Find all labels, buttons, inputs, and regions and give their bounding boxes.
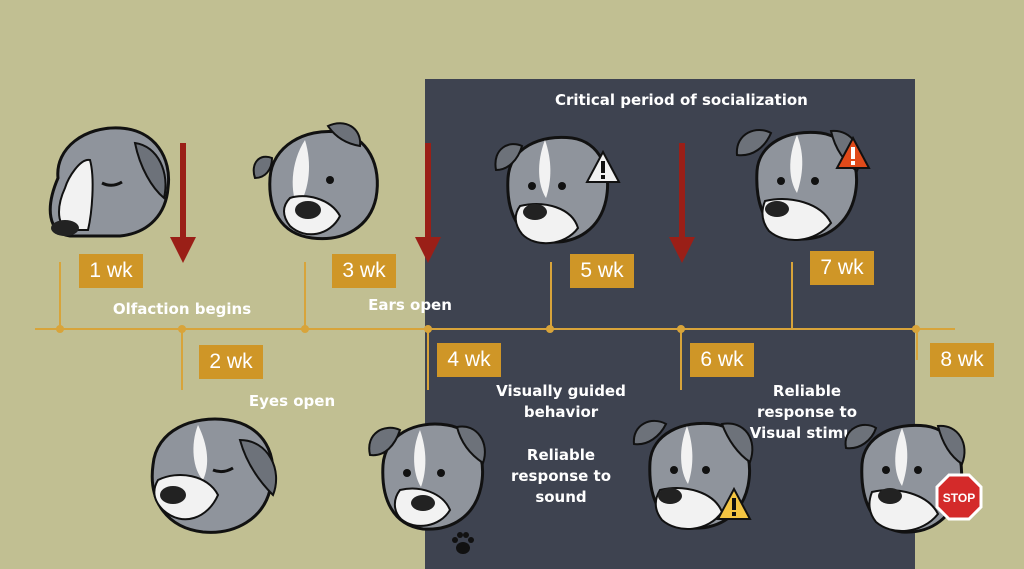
arrow-down-icon <box>170 143 196 263</box>
week-box-2: 2 wk <box>199 345 263 379</box>
tick-2wk <box>181 330 183 390</box>
arrow-down-icon <box>415 143 441 263</box>
week-box-4: 4 wk <box>437 343 501 377</box>
label-olfaction: Olfaction begins <box>112 300 252 318</box>
label-sound: Reliable response to sound <box>510 446 612 506</box>
tick-3wk <box>304 262 306 328</box>
tick-6wk <box>680 330 682 390</box>
puppy-5wk-illustration <box>494 135 609 245</box>
puppy-newborn-illustration <box>48 126 171 238</box>
puppy-3wk-illustration <box>252 122 379 241</box>
week-box-5: 5 wk <box>570 254 634 288</box>
tick-1wk <box>59 262 61 328</box>
timeline-dot <box>301 325 309 333</box>
timeline-dot <box>912 325 920 333</box>
warning-icon <box>716 487 752 520</box>
panel-title: Critical period of socialization <box>555 91 808 109</box>
timeline-dot <box>546 325 554 333</box>
tick-7wk <box>791 262 793 328</box>
tick-4wk <box>427 330 429 390</box>
label-visual-behavior: Visually guided behavior <box>496 382 626 421</box>
warning-icon <box>585 150 621 183</box>
tick-5wk <box>550 262 552 328</box>
week-box-3: 3 wk <box>332 254 396 288</box>
timeline-dot <box>424 325 432 333</box>
puppy-4wk-illustration <box>368 422 486 531</box>
timeline-dot <box>677 325 685 333</box>
week-box-8: 8 wk <box>930 343 994 377</box>
timeline-dot <box>56 325 64 333</box>
svg-text:STOP: STOP <box>943 491 975 505</box>
week-box-1: 1 wk <box>79 254 143 288</box>
tick-8wk <box>916 330 918 360</box>
warning-icon <box>835 136 871 169</box>
timeline-dot <box>178 325 186 333</box>
label-visual-stimuli: Reliable response to Visual stimuli <box>749 382 865 442</box>
puppy-7wk-illustration <box>735 128 861 242</box>
week-box-6: 6 wk <box>690 343 754 377</box>
label-eyes-open: Eyes open <box>248 392 336 410</box>
puppy-2wk-illustration <box>150 417 278 534</box>
paw-print-icon <box>452 532 474 554</box>
timeline-axis <box>35 328 955 330</box>
stop-sign-icon: STOP <box>935 473 983 521</box>
puppy-6wk-illustration <box>632 419 754 531</box>
label-ears-open: Ears open <box>368 296 452 314</box>
week-box-7: 7 wk <box>810 251 874 285</box>
arrow-down-icon <box>669 143 695 263</box>
